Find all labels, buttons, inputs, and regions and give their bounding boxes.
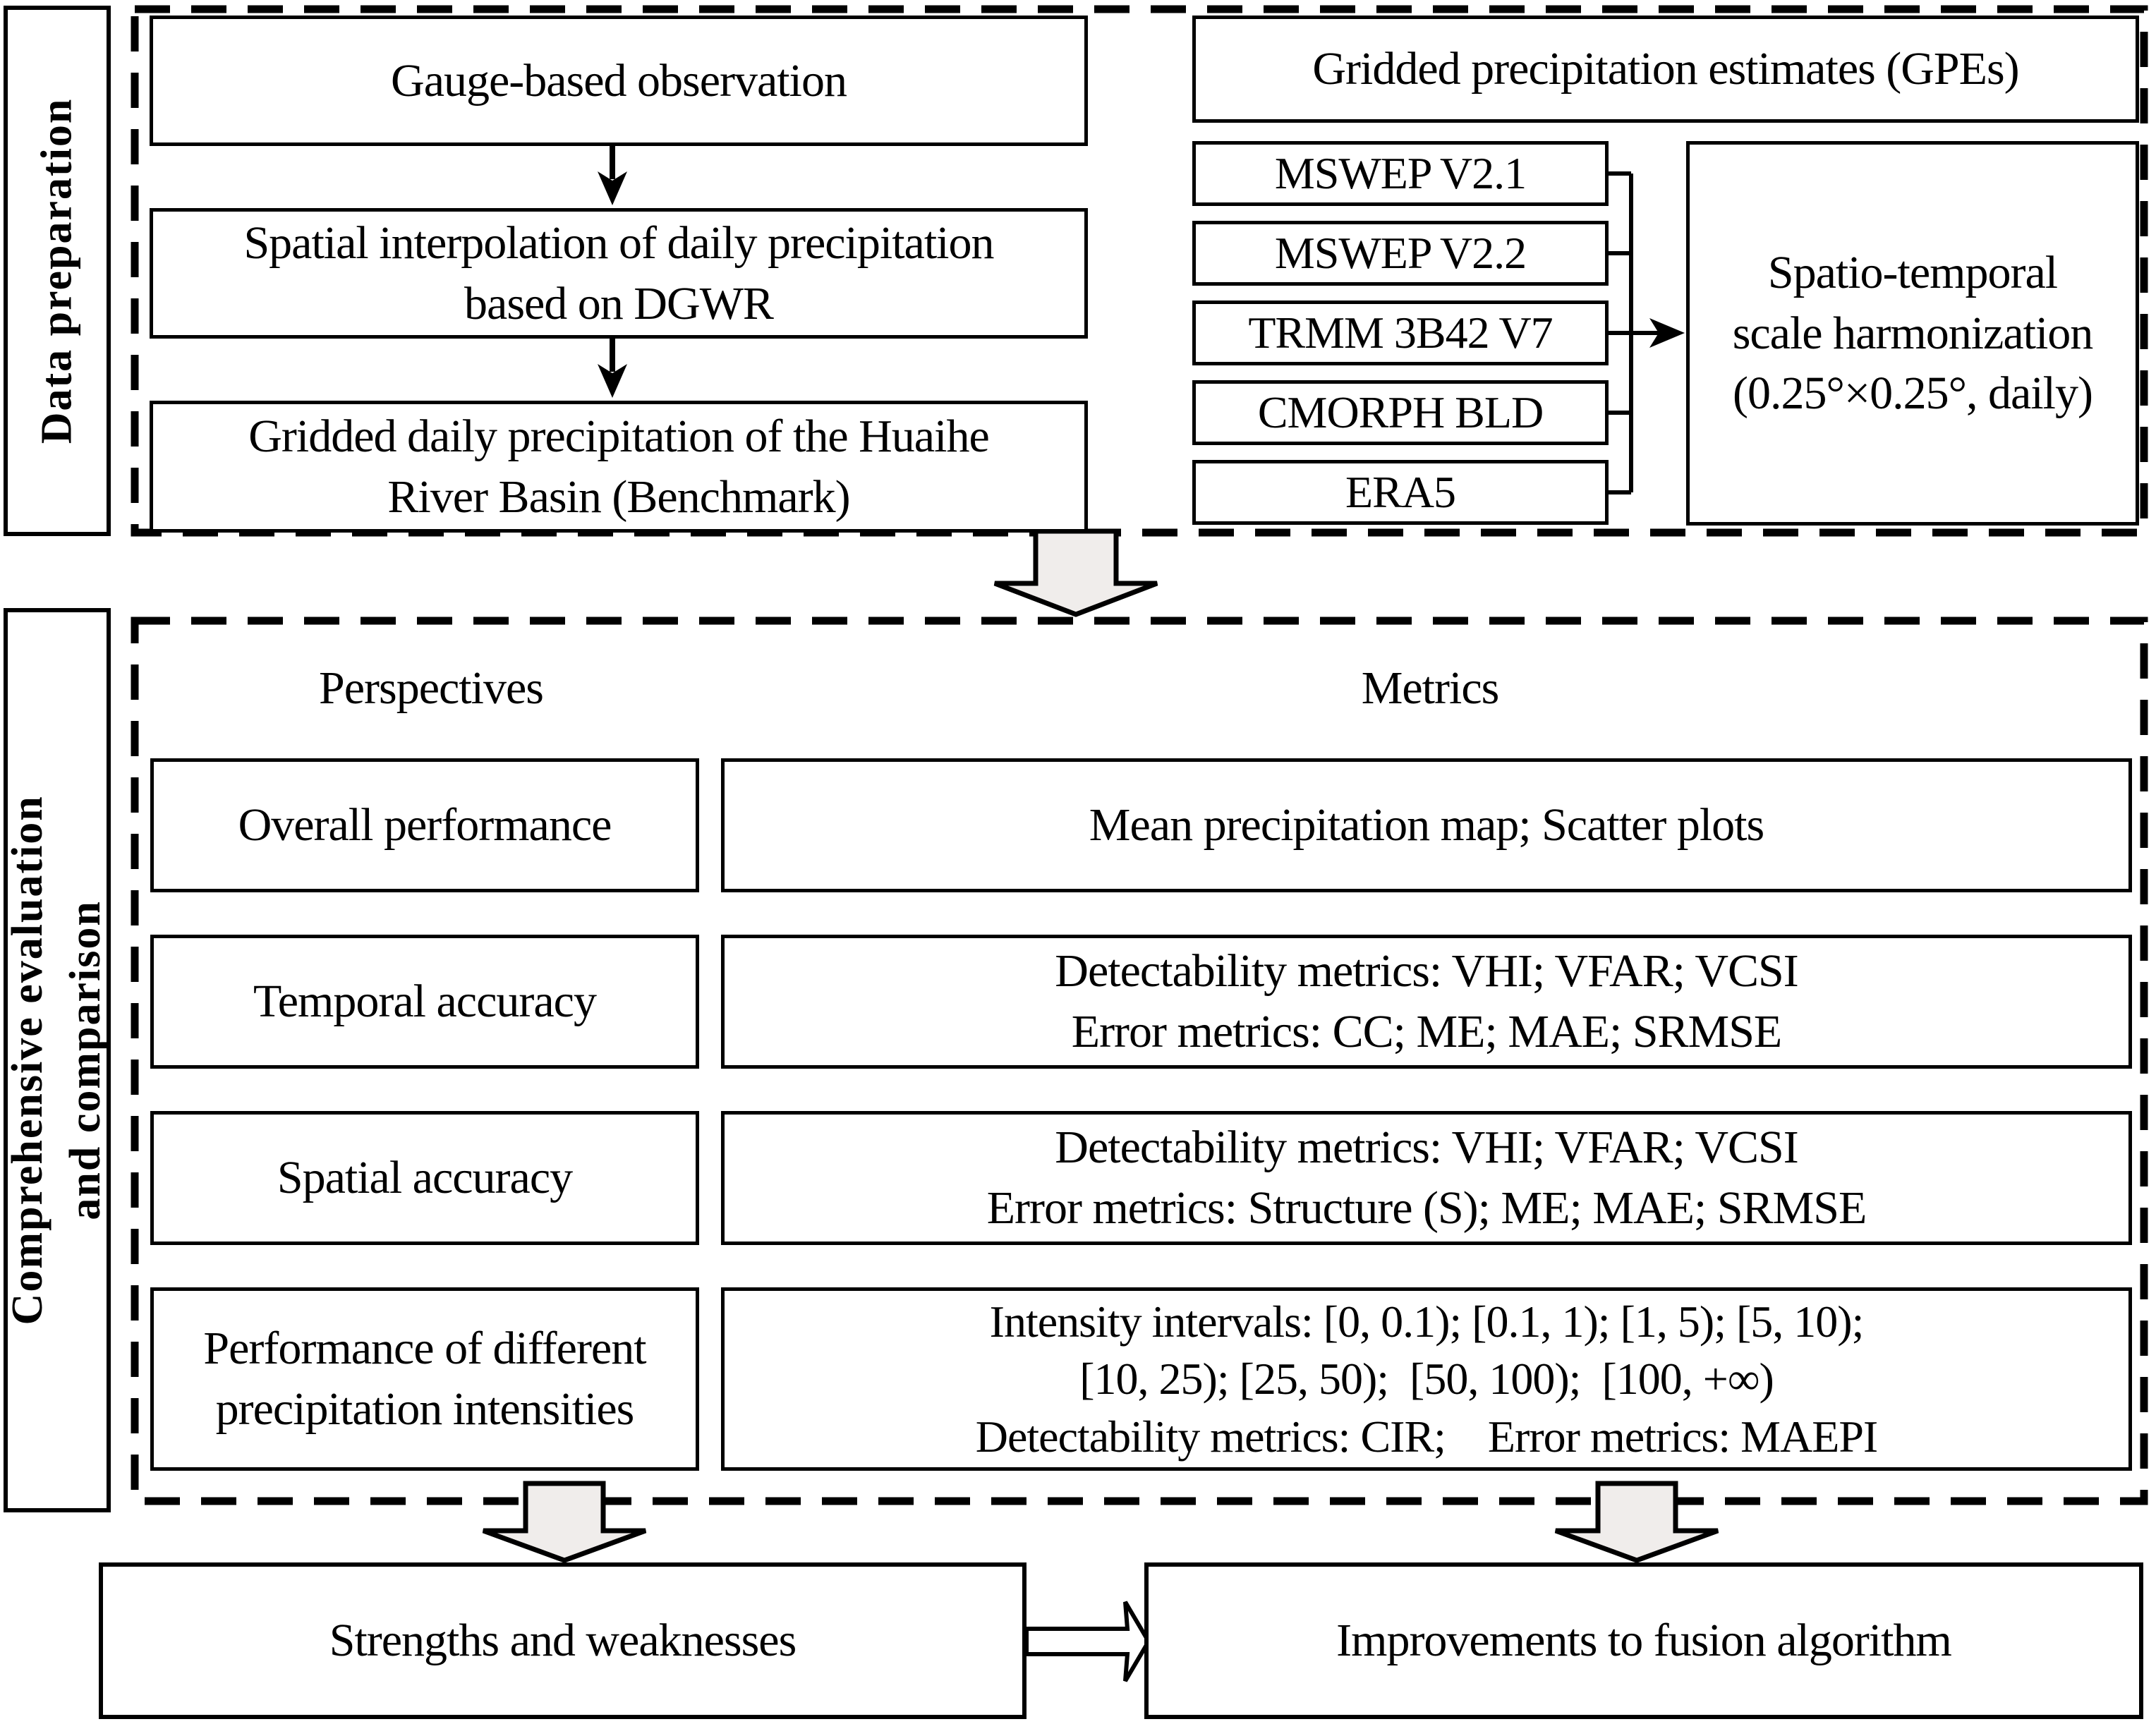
metrics-box-spatial-accuracy: Detectability metrics: VHI; VFAR; VCSI E… [721,1111,2132,1245]
perspective-text: Spatial accuracy [277,1152,573,1204]
gauge-observation-text: Gauge-based observation [391,54,847,107]
spatial-interpolation-box: Spatial interpolation of daily precipita… [150,208,1088,339]
comprehensive-evaluation-label: Comprehensive evaluation and comparison [0,795,115,1325]
metrics-line: [10, 25); [25, 50); [50, 100); [100, +∞) [1079,1354,1774,1404]
strengths-weaknesses-text: Strengths and weaknesses [329,1615,797,1667]
gridded-benchmark-box: Gridded daily precipitation of the Huaih… [150,401,1088,533]
strengths-weaknesses-box: Strengths and weaknesses [99,1562,1026,1719]
perspective-line1: Performance of different [203,1323,646,1375]
section-label-data-preparation: Data preparation [4,6,111,536]
harmonization-box: Spatio-temporal scale harmonization (0.2… [1686,141,2139,526]
harmonization-line1: Spatio-temporal [1767,246,2058,298]
metrics-line: Detectability metrics: VHI; VFAR; VCSI [1055,945,1798,997]
right-arrowhead-to-harmonization [1649,318,1685,348]
product-label: MSWEP V2.1 [1274,148,1527,199]
block-down-arrow-to-strengths [482,1481,647,1563]
perspective-box-temporal-accuracy: Temporal accuracy [150,935,699,1069]
column-header-metrics: Metrics [1361,662,1500,714]
gpes-header-text: Gridded precipitation estimates (GPEs) [1312,43,2019,95]
gpes-header-box: Gridded precipitation estimates (GPEs) [1192,16,2139,123]
comprehensive-evaluation-line1: Comprehensive evaluation [4,795,52,1325]
block-down-arrow-to-improvements [1554,1481,1719,1563]
product-box-cmorph-bld: CMORPH BLD [1192,380,1609,445]
metrics-line: Error metrics: CC; ME; MAE; SRMSE [1071,1006,1782,1057]
metrics-line: Mean precipitation map; Scatter plots [1089,799,1764,851]
metrics-line: Detectability metrics: CIR; Error metric… [975,1411,1878,1462]
spatial-interpolation-line1: Spatial interpolation of daily precipita… [243,217,994,269]
product-label: TRMM 3B42 V7 [1248,308,1553,358]
down-arrow-gauge-to-spatial [598,146,627,205]
metrics-line: Intensity intervals: [0, 0.1); [0.1, 1);… [989,1297,1865,1347]
product-label: CMORPH BLD [1257,387,1544,438]
gridded-benchmark-line2: River Basin (Benchmark) [387,471,850,523]
product-box-era5: ERA5 [1192,460,1609,525]
spatial-interpolation-line2: based on DGWR [464,277,774,329]
product-label: MSWEP V2.2 [1274,228,1527,279]
data-preparation-label: Data preparation [32,97,81,444]
perspective-text: Temporal accuracy [253,976,597,1028]
metrics-box-precipitation-intensities: Intensity intervals: [0, 0.1); [0.1, 1);… [721,1287,2132,1471]
column-header-perspectives: Perspectives [319,662,544,714]
perspective-box-overall-performance: Overall performance [150,758,699,892]
perspective-box-spatial-accuracy: Spatial accuracy [150,1111,699,1245]
evaluation-dashed-frame [131,617,2148,1505]
comprehensive-evaluation-line2: and comparison [61,900,110,1220]
improvements-fusion-box: Improvements to fusion algorithm [1144,1562,2143,1719]
perspective-line2: precipitation intensities [215,1383,635,1435]
product-label: ERA5 [1345,467,1456,518]
perspective-text: Overall performance [238,799,612,851]
block-down-arrow-top-to-middle [993,528,1158,617]
gauge-observation-box: Gauge-based observation [150,16,1088,146]
metrics-box-overall-performance: Mean precipitation map; Scatter plots [721,758,2132,892]
product-box-mswep-v22: MSWEP V2.2 [1192,221,1609,286]
down-arrow-spatial-to-gridded [598,339,627,398]
harmonization-line2: scale harmonization [1732,307,2094,359]
metrics-box-temporal-accuracy: Detectability metrics: VHI; VFAR; VCSI E… [721,935,2132,1069]
metrics-line: Error metrics: Structure (S); ME; MAE; S… [986,1182,1867,1234]
open-right-arrow-strengths-to-improvements [1024,1601,1151,1682]
data-preparation-dashed-frame [131,5,2148,537]
perspective-box-precipitation-intensities: Performance of different precipitation i… [150,1287,699,1471]
product-box-trmm-3b42-v7: TRMM 3B42 V7 [1192,301,1609,365]
gridded-benchmark-line1: Gridded daily precipitation of the Huaih… [248,410,989,462]
metrics-line: Detectability metrics: VHI; VFAR; VCSI [1055,1122,1798,1174]
harmonization-line3: (0.25°×0.25°, daily) [1733,368,2093,420]
product-box-mswep-v21: MSWEP V2.1 [1192,141,1609,206]
improvements-fusion-text: Improvements to fusion algorithm [1336,1615,1952,1667]
section-label-comprehensive-evaluation: Comprehensive evaluation and comparison [4,608,111,1512]
gpe-bus-connector [1609,171,1659,494]
